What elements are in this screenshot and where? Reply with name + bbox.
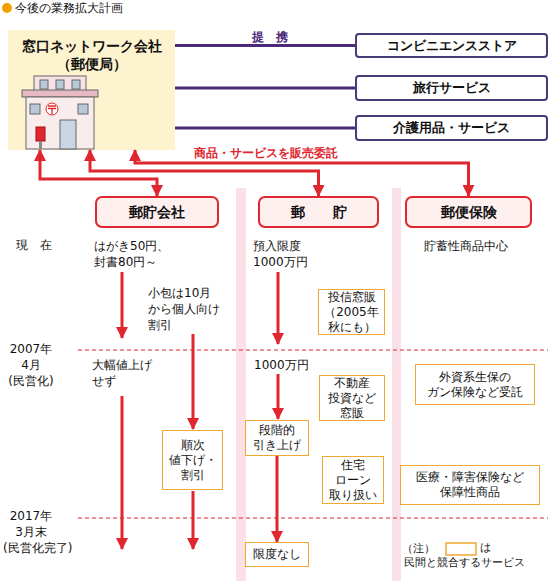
edge-label: 提 携	[252, 29, 288, 45]
title-bullet	[2, 3, 12, 13]
partnership-line	[175, 87, 355, 90]
plan-note: はがき50円、 封書80円～	[94, 238, 194, 270]
period-label: 2017年 3月末 (民営化完了)	[3, 508, 59, 556]
office-box: 窓口ネットワーク会社（郵便局）	[8, 30, 175, 150]
timeline-arrow	[276, 456, 279, 542]
timeline-arrow	[121, 272, 124, 338]
timeline-arrow	[277, 374, 280, 419]
company-box: 郵貯会社	[95, 196, 219, 228]
node-text: 限度なし	[253, 547, 301, 562]
company-box: 郵便保険	[405, 196, 532, 228]
node-text: 医療・障害保険など 保障性商品	[402, 470, 538, 500]
node-text: 外資系生保の ガン保険など受託	[417, 370, 533, 400]
node-text: 窓口ネットワーク会社	[22, 37, 162, 55]
node-text: 投信窓販 （2005年 秋にも）	[320, 290, 383, 335]
node-text: 郵貯会社	[129, 204, 185, 220]
legend-note: （注）	[402, 541, 442, 556]
service-box: 限度なし	[245, 542, 309, 567]
service-box: 不動産 投資など 窓販	[319, 375, 385, 421]
legend-entry: は 民間と競合するサービス	[404, 540, 550, 570]
timeline-divider	[78, 517, 548, 518]
edge-label: 商品・サービスを販売委託	[194, 145, 338, 161]
timeline-arrow	[121, 396, 124, 549]
service-box: 医療・障害保険など 保障性商品	[400, 465, 540, 505]
company-box: 郵 貯	[258, 196, 379, 228]
node-text: 郵便保険	[441, 204, 497, 220]
plan-note: 小包は10月 から個人向け 割引	[148, 285, 230, 333]
node-text: 旅行サービス	[413, 80, 491, 96]
plan-note: 1000万円	[254, 357, 324, 373]
service-box: 投信窓販 （2005年 秋にも）	[318, 289, 385, 335]
column-stripe	[236, 188, 246, 581]
diagram-title: 今後の業務拡大計画	[15, 0, 123, 16]
timeline-arrows	[122, 272, 278, 549]
node-text: 郵 貯	[291, 204, 347, 220]
period-label: 2007年 4月 (民営化)	[3, 341, 59, 389]
partnership-line	[175, 127, 355, 130]
service-box: 外資系生保の ガン保険など受託	[415, 364, 535, 405]
partner-box: 介護用品・サービス	[355, 115, 548, 141]
timeline-arrow	[192, 491, 195, 549]
service-box: 住宅 ローン 取り扱い	[322, 456, 384, 504]
legend-sample-box	[446, 543, 476, 555]
node-text: 介護用品・サービス	[393, 120, 510, 136]
service-box: 順次 値下げ・ 割引	[162, 430, 223, 490]
node-text: （郵便局）	[57, 55, 127, 73]
node-text: コンビニエンスストア	[387, 38, 517, 54]
plan-note: 貯蓄性商品中心	[424, 238, 534, 254]
timeline-divider	[78, 349, 548, 350]
service-box: 段階的 引き上げ	[245, 420, 309, 456]
timeline-arrow	[277, 272, 280, 344]
partnership-line	[175, 44, 355, 47]
period-label: 現 在	[6, 237, 62, 253]
column-stripe	[392, 188, 401, 581]
node-text: 住宅 ローン 取り扱い	[324, 458, 382, 503]
node-text: 不動産 投資など 窓販	[321, 376, 383, 421]
node-text: 段階的 引き上げ	[247, 423, 307, 453]
consignment-arrow	[40, 150, 157, 196]
node-text: 順次 値下げ・ 割引	[164, 438, 221, 483]
partner-box: コンビニエンスストア	[355, 33, 548, 58]
timeline-arrow	[192, 334, 195, 429]
plan-note: 預入限度 1000万円	[253, 238, 315, 270]
plan-note: 大幅値上げ せず	[92, 357, 158, 389]
legend-text: は 民間と競合するサービス	[404, 541, 525, 569]
partner-box: 旅行サービス	[355, 75, 548, 101]
